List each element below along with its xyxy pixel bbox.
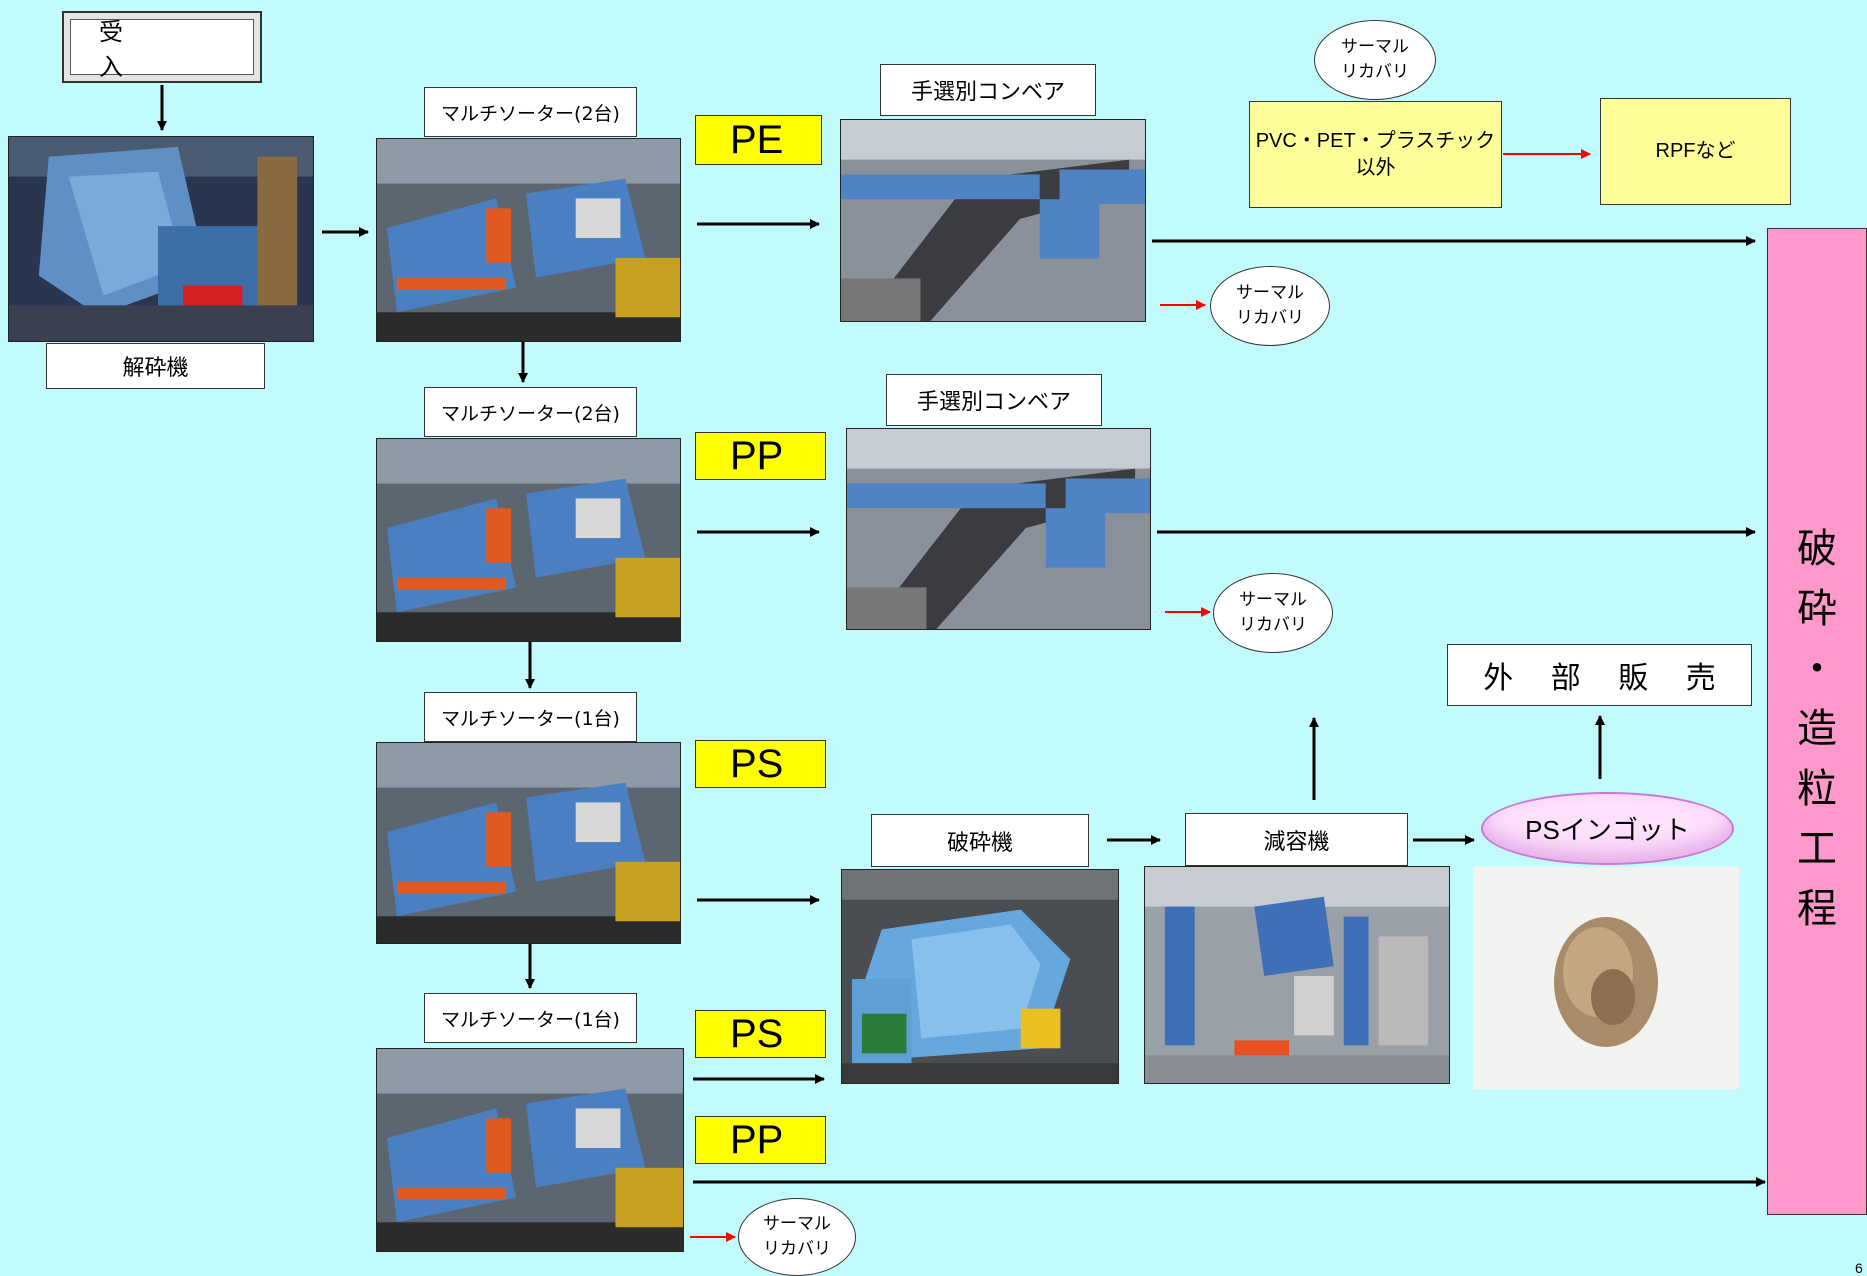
final-process-box: 破 砕 ・ 造 粒 工 程 <box>1767 228 1867 1215</box>
crusher-label: 解砕機 <box>46 343 265 389</box>
ps-ingot-oval: PSインゴット <box>1481 792 1734 865</box>
thermal-recovery-text-3: サーマル リカバリ <box>763 1214 831 1259</box>
shredder-photo <box>841 869 1119 1084</box>
final-process-text: 破 砕 ・ 造 粒 工 程 <box>1797 526 1837 932</box>
thermal-recovery-text-1: サーマル リカバリ <box>1236 283 1304 328</box>
pvc-pet-other-box: PVC・PET・プラスチック 以外 <box>1249 101 1502 208</box>
shredder-label: 破砕機 <box>871 814 1089 867</box>
sorter-label-3: マルチソーター(1台) <box>424 692 637 742</box>
material-label-pp: PP <box>695 432 826 480</box>
hand-sort-label-1: 手選別コンベア <box>880 64 1096 116</box>
receive-box: 受 入 <box>62 11 262 83</box>
thermal-recovery-oval-3: サーマル リカバリ <box>738 1198 856 1276</box>
hand-sort-label-2: 手選別コンベア <box>886 374 1102 426</box>
sorter-label-1: マルチソーター(2台) <box>424 87 637 137</box>
thermal-recovery-oval-top: サーマル リカバリ <box>1314 20 1436 100</box>
external-sales-box: 外 部 販 売 <box>1447 644 1752 706</box>
crusher-photo <box>8 136 314 342</box>
material-label-ps: PS <box>695 740 826 788</box>
hand-sort-photo-1 <box>840 119 1146 322</box>
sorter-photo-4 <box>376 1048 684 1252</box>
hand-sort-photo-2 <box>846 428 1151 630</box>
material-label-pe: PE <box>695 115 822 165</box>
volume-reducer-photo <box>1144 866 1450 1084</box>
material-label-pp-2: PP <box>695 1116 826 1164</box>
material-label-ps-2: PS <box>695 1010 826 1058</box>
ps-ingot-photo <box>1473 867 1739 1089</box>
thermal-recovery-text-top: サーマル リカバリ <box>1341 37 1409 82</box>
sorter-label-4: マルチソーター(1台) <box>424 993 637 1043</box>
sorter-photo-3 <box>376 742 681 944</box>
sorter-photo-1 <box>376 138 681 342</box>
thermal-recovery-text-2: サーマル リカバリ <box>1239 590 1307 635</box>
sorter-label-2: マルチソーター(2台) <box>424 387 637 437</box>
rpf-box: RPFなど <box>1600 98 1791 205</box>
thermal-recovery-oval-2: サーマル リカバリ <box>1213 573 1333 653</box>
page-number: 6 <box>1855 1260 1863 1276</box>
pvc-pet-other-text: PVC・PET・プラスチック 以外 <box>1255 129 1496 179</box>
thermal-recovery-oval-1: サーマル リカバリ <box>1210 266 1330 346</box>
sorter-photo-2 <box>376 438 681 642</box>
volume-reducer-label: 減容機 <box>1185 813 1408 866</box>
receive-label: 受 入 <box>70 18 254 81</box>
